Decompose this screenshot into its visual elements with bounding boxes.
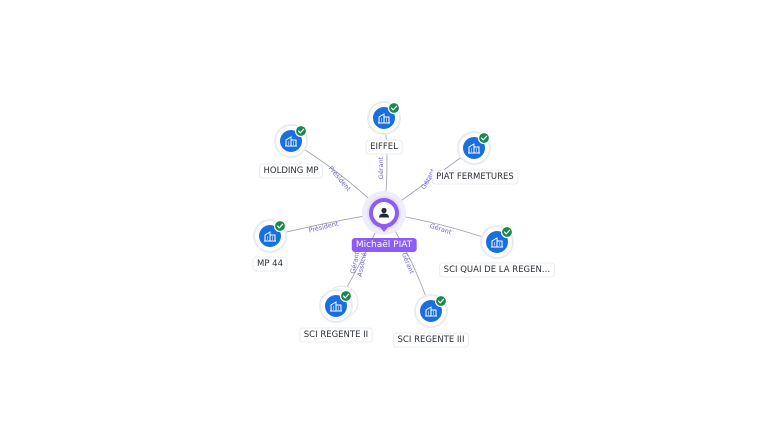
label-background bbox=[299, 327, 373, 343]
verified-check-icon bbox=[477, 131, 491, 145]
company-label-piat-fermetures[interactable]: PIAT FERMETURES bbox=[431, 169, 519, 185]
verified-check-icon bbox=[294, 124, 308, 138]
verified-check-icon bbox=[339, 289, 353, 303]
edge-label-eiffel: Gérant bbox=[377, 156, 385, 179]
label-background bbox=[431, 169, 519, 185]
company-building-icon bbox=[468, 143, 480, 154]
verified-check-icon bbox=[387, 101, 401, 115]
person-name: Michaël PIAT bbox=[356, 240, 413, 250]
person-icon bbox=[379, 207, 389, 218]
verified-check-icon bbox=[434, 294, 448, 308]
edge-label-sci-quai-de-la-regente: Gérant bbox=[429, 222, 453, 237]
company-name: MP 44 bbox=[257, 259, 283, 269]
company-label-sci-regente-ii[interactable]: SCI REGENTE II bbox=[299, 327, 373, 343]
person-node[interactable] bbox=[362, 191, 406, 235]
company-node-sci-quai-de-la-regente[interactable] bbox=[480, 225, 514, 259]
company-node-eiffel[interactable] bbox=[367, 101, 401, 135]
company-name: SCI REGENTE II bbox=[304, 330, 368, 340]
edge-label-holding-mp: Président bbox=[327, 165, 353, 194]
company-label-eiffel[interactable]: EIFFEL bbox=[365, 139, 403, 155]
company-building-icon bbox=[491, 237, 503, 248]
company-label-sci-quai-de-la-regente[interactable]: SCI QUAI DE LA REGEN… bbox=[439, 262, 555, 278]
edge-label-sci-regente-iii: Gérant bbox=[400, 251, 416, 275]
edge-label-mp-44: Président bbox=[308, 219, 340, 234]
company-name: PIAT FERMETURES bbox=[436, 172, 514, 182]
company-building-icon bbox=[264, 231, 276, 242]
company-label-holding-mp[interactable]: HOLDING MP bbox=[259, 163, 323, 179]
person-label[interactable]: Michaël PIAT bbox=[351, 238, 417, 252]
label-background bbox=[252, 256, 288, 272]
company-name: HOLDING MP bbox=[264, 166, 319, 176]
company-node-sci-regente-ii[interactable] bbox=[319, 285, 359, 323]
company-name: EIFFEL bbox=[370, 142, 398, 152]
company-node-sci-regente-iii[interactable] bbox=[414, 294, 448, 328]
company-name: SCI REGENTE III bbox=[398, 335, 465, 345]
company-building-icon bbox=[330, 301, 342, 312]
company-label-sci-regente-iii[interactable]: SCI REGENTE III bbox=[393, 332, 469, 348]
company-node-piat-fermetures[interactable] bbox=[457, 131, 491, 165]
person-label-background bbox=[351, 238, 417, 252]
company-label-mp-44[interactable]: MP 44 bbox=[252, 256, 288, 272]
company-name: SCI QUAI DE LA REGEN… bbox=[444, 265, 551, 275]
company-node-holding-mp[interactable] bbox=[274, 124, 308, 158]
label-background bbox=[439, 262, 555, 278]
verified-check-icon bbox=[500, 225, 514, 239]
label-background bbox=[393, 332, 469, 348]
label-background bbox=[365, 139, 403, 155]
company-building-icon bbox=[425, 306, 437, 317]
verified-check-icon bbox=[273, 219, 287, 233]
label-background bbox=[259, 163, 323, 179]
company-building-icon bbox=[378, 113, 390, 124]
company-node-mp-44[interactable] bbox=[253, 219, 287, 253]
company-building-icon bbox=[285, 136, 297, 147]
